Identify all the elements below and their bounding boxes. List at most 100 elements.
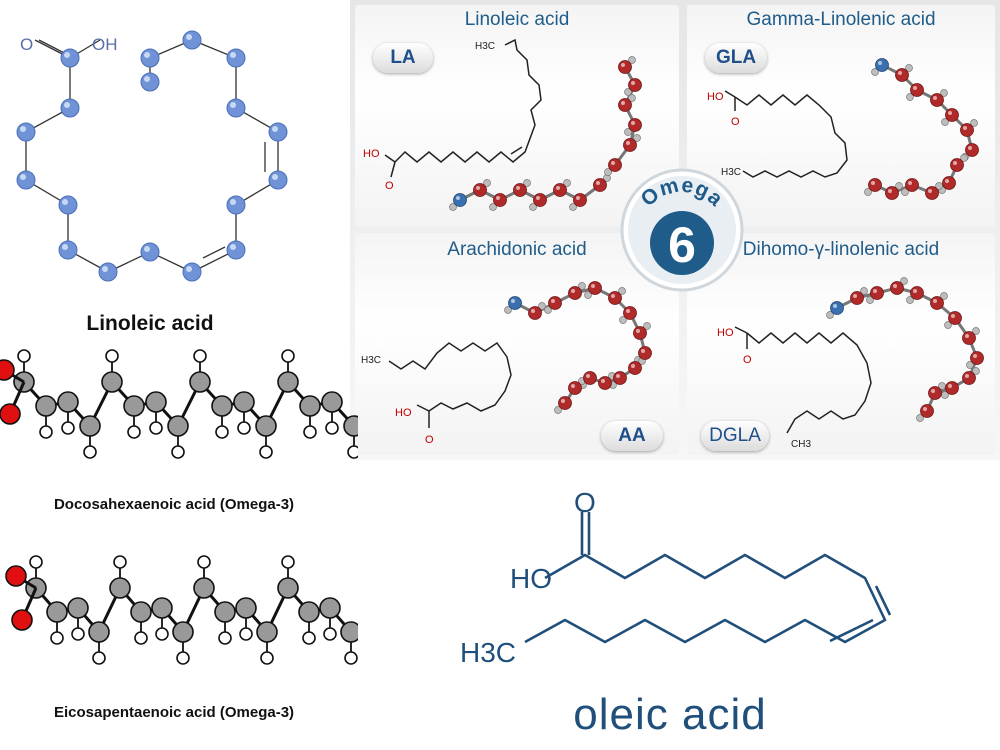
- hydrogen-atom: [50, 631, 64, 645]
- carbon-atom: [870, 286, 884, 300]
- oxygen-atom: [0, 359, 15, 381]
- hydrogen-atom: [504, 306, 512, 314]
- atom-highlight: [144, 52, 150, 58]
- omega6-badge: Omega 6: [620, 168, 744, 292]
- atom-highlight: [945, 179, 949, 183]
- carbon-atom: [910, 286, 924, 300]
- carbon-atom: [618, 98, 632, 112]
- atom-highlight: [230, 244, 236, 250]
- hydrogen-atom: [529, 203, 537, 211]
- atom-highlight: [631, 364, 635, 368]
- carbon-atom: [868, 178, 882, 192]
- hydrogen-atom: [193, 349, 207, 363]
- atom-highlight: [853, 294, 857, 298]
- hydrogen-atom: [176, 651, 190, 665]
- hydrogen-atom: [905, 64, 913, 72]
- dha-molecule: [0, 349, 358, 459]
- hydrogen-atom: [449, 203, 457, 211]
- carbon-atom: [638, 346, 652, 360]
- atom-highlight: [230, 199, 236, 205]
- carbon-atom: [905, 178, 919, 192]
- hydrogen-atom: [347, 445, 358, 459]
- carbon-atom: [593, 178, 607, 192]
- hydrogen-atom: [260, 651, 274, 665]
- atom-highlight: [963, 126, 967, 130]
- aa-structure: H3C HO O: [361, 281, 652, 446]
- carbon-atom: [226, 98, 246, 118]
- panel-linoleic-acid: HO O H3C Linoleic acid LA: [355, 5, 679, 227]
- atom-highlight: [621, 101, 625, 105]
- hydrogen-atom: [239, 627, 253, 641]
- carbon-atom: [920, 404, 934, 418]
- atom-highlight: [571, 289, 575, 293]
- hydrogen-atom: [171, 445, 185, 459]
- hydrogen-atom: [71, 627, 85, 641]
- dgla-label-o: O: [743, 354, 752, 366]
- carbon-atom: [172, 621, 194, 643]
- carbon-atom: [850, 291, 864, 305]
- hydrogen-atom: [940, 89, 948, 97]
- carbon-atom: [928, 386, 942, 400]
- atom-highlight: [64, 52, 70, 58]
- carbon-atom: [321, 391, 343, 413]
- carbon-atom: [960, 123, 974, 137]
- atom-highlight: [833, 304, 837, 308]
- atom-highlight: [965, 374, 969, 378]
- carbon-atom: [58, 195, 78, 215]
- atom-highlight: [536, 196, 540, 200]
- atom-highlight: [611, 161, 615, 165]
- carbon-atom: [226, 48, 246, 68]
- carbon-atom: [268, 170, 288, 190]
- panel-arachidonic-acid: H3C HO O Arachidonic acid AA: [355, 233, 679, 455]
- panel-dihomo-gamma-linolenic-acid: HO O CH3 Dihomo-γ-linolenic acid DGLA: [687, 233, 995, 455]
- ring-atoms: [16, 30, 288, 282]
- hydrogen-atom: [323, 627, 337, 641]
- gla-structure: HO O H3C: [707, 58, 979, 200]
- dgla-structure: HO O CH3: [717, 277, 984, 450]
- carbon-atom: [145, 391, 167, 413]
- atom-highlight: [186, 266, 192, 272]
- carbon-atom: [189, 371, 211, 393]
- hydrogen-atom: [17, 349, 31, 363]
- oleic-structure: HO O H3C: [460, 490, 892, 668]
- carbon-atom: [970, 351, 984, 365]
- hydrogen-atom: [826, 311, 834, 319]
- linoleic-ring-panel: O OH Linoleic acid: [0, 0, 350, 345]
- hydrogen-atom: [618, 287, 626, 295]
- carbon-atom: [513, 183, 527, 197]
- hydrogen-atom: [628, 94, 636, 102]
- hydrogen-atom: [584, 291, 592, 299]
- carbon-atom: [588, 281, 602, 295]
- hydrogen-atom: [215, 425, 229, 439]
- hydrogen-atom: [941, 118, 949, 126]
- dgla-badge: DGLA: [701, 421, 769, 451]
- atom-highlight: [20, 174, 26, 180]
- carbon-atom: [123, 395, 145, 417]
- atom-highlight: [888, 189, 892, 193]
- hydrogen-atom: [633, 134, 641, 142]
- carbon-atom: [151, 597, 173, 619]
- hydrogen-atom: [302, 631, 316, 645]
- atom-highlight: [516, 186, 520, 190]
- hydrogen-atom: [895, 182, 903, 190]
- carbon-atom: [473, 183, 487, 197]
- atom-oh-label: OH: [92, 35, 118, 54]
- carbon-atom: [930, 296, 944, 310]
- carbon-atom: [58, 240, 78, 260]
- carbon-atom: [628, 118, 642, 132]
- dgla-label-ho: HO: [717, 327, 734, 339]
- hydrogen-atom: [197, 555, 211, 569]
- atom-highlight: [551, 299, 555, 303]
- carbon-atom: [277, 577, 299, 599]
- hydrogen-atom: [906, 93, 914, 101]
- carbon-atom: [226, 195, 246, 215]
- carbon-atom: [885, 186, 899, 200]
- carbon-atom: [533, 193, 547, 207]
- carbon-atom: [568, 286, 582, 300]
- atom-highlight: [511, 299, 515, 303]
- atom-highlight: [230, 102, 236, 108]
- hydrogen-atom: [325, 421, 339, 435]
- atom-highlight: [611, 294, 615, 298]
- carbon-atom: [945, 108, 959, 122]
- carbon-atom: [101, 371, 123, 393]
